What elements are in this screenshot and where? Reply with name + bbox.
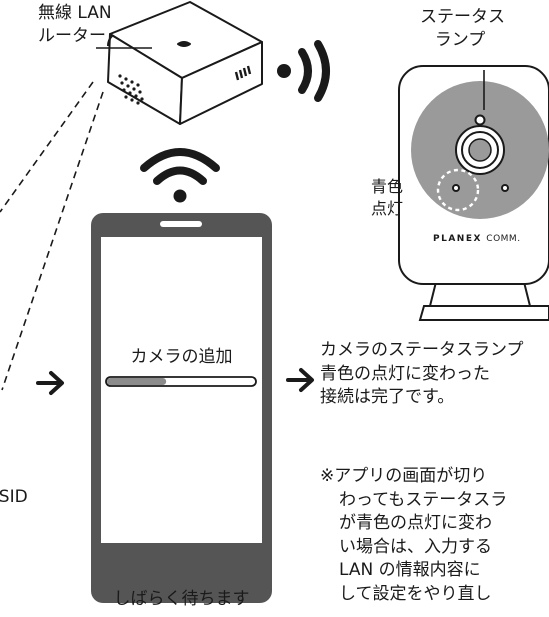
router-label-line2: ルーター [38,26,106,46]
lamp-state-label: 青色 点灯 [370,176,404,220]
router-icon [107,1,263,125]
arrow-right-icon [286,368,314,392]
progress-bar-fill [107,378,167,385]
camera-brand-logo: Planex COMM. [433,234,521,244]
dashed-connection-lines [0,81,104,391]
lamp-state-line1: 青色 [370,177,403,196]
result-line: 接続は完了です。 [320,387,455,407]
progress-bar [105,376,257,387]
status-lamp-label-line1: ステータス [420,7,505,27]
result-line: 青色の点灯に変わった [320,363,490,384]
camera-brand-name: Planex [433,234,482,244]
left-partial-label: SSID [0,487,28,507]
camera-brand-suffix: COMM. [486,234,521,244]
note-line: ※アプリの画面が切り [320,466,488,486]
status-lamp-label: ステータス ランプ [420,6,505,52]
router-label-line1: 無線 LAN [38,3,112,23]
signal-broadcast-icon [277,40,330,102]
status-lamp-highlight [436,168,480,212]
phone-caption: しばらく待ちます [113,589,250,609]
status-lamp-label-line2: ランプ [434,30,486,50]
lamp-state-line2: 点灯 [370,199,403,218]
note-line: わってもステータスラ [339,489,508,510]
note-line: して設定をやり直し [339,583,492,604]
router-label: 無線 LAN ルーター [38,2,112,48]
phone-screen-title: カメラの追加 [130,347,233,367]
note-line: LAN の情報内容に [339,560,481,580]
wifi-icon [140,148,220,203]
result-line: カメラのステータスランプ [320,340,524,360]
arrow-right-icon [36,371,64,395]
note-line: が青色の点灯に変わ [339,513,492,533]
smartphone-icon [91,213,272,603]
note-text: ※アプリの画面が切り わってもステータスラ が青色の点灯に変わ い場合は、入力す… [320,465,549,617]
result-text: カメラのステータスランプ 青色の点灯に変わった 接続は完了です。 [320,339,524,410]
note-line: い場合は、入力する [339,536,492,557]
camera-icon [398,65,549,321]
